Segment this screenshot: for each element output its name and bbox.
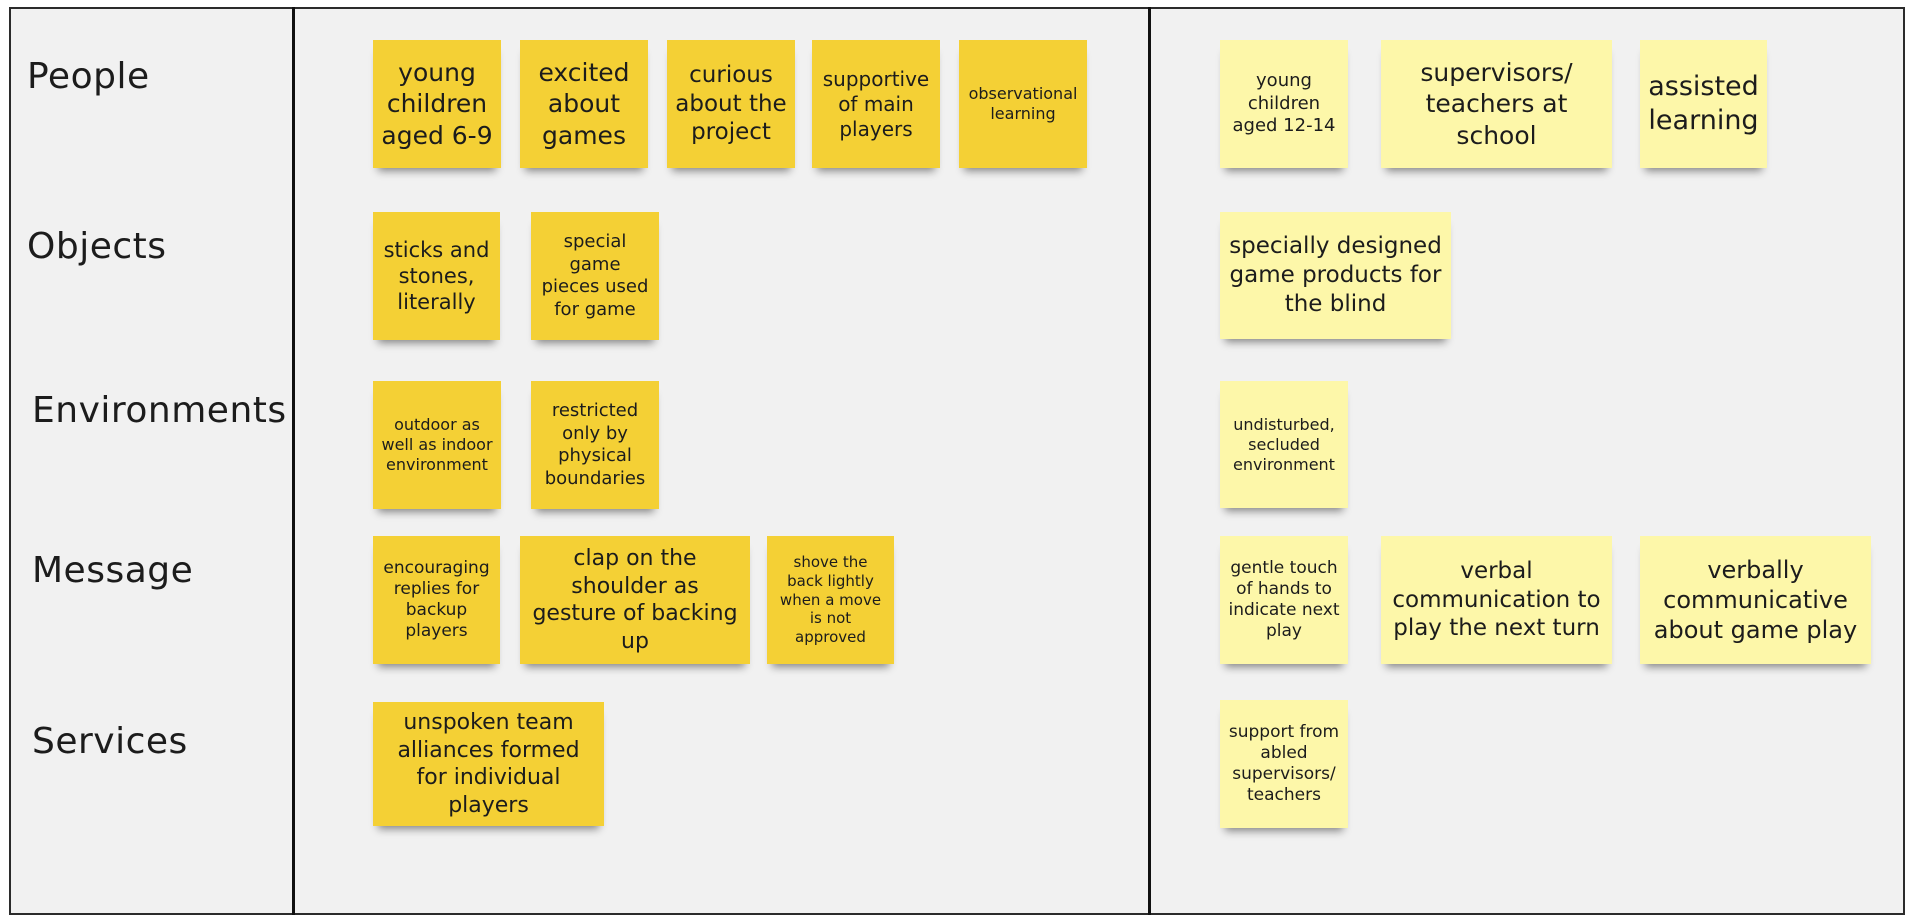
sticky-note-text: encouraging replies for backup players bbox=[383, 557, 490, 642]
sticky-note[interactable]: supervisors/ teachers at school bbox=[1381, 40, 1612, 168]
sticky-note-text: sticks and stones, literally bbox=[383, 237, 490, 315]
sticky-note[interactable]: verbal communication to play the next tu… bbox=[1381, 536, 1612, 664]
sticky-note[interactable]: sticks and stones, literally bbox=[373, 212, 500, 340]
sticky-note[interactable]: supportive of main players bbox=[812, 40, 940, 168]
sticky-note[interactable]: curious about the project bbox=[667, 40, 795, 168]
sticky-note-text: outdoor as well as indoor environment bbox=[381, 415, 493, 474]
sticky-note-text: shove the back lightly when a move is no… bbox=[779, 553, 882, 647]
sticky-note-text: restricted only by physical boundaries bbox=[544, 400, 646, 489]
sticky-note-text: verbally communicative about game play bbox=[1653, 556, 1858, 644]
sticky-note-text: support from abled supervisors/ teachers bbox=[1228, 721, 1340, 806]
sticky-note-text: supportive of main players bbox=[822, 66, 930, 141]
sticky-note-text: assisted learning bbox=[1648, 71, 1759, 136]
label-column-divider bbox=[292, 7, 295, 915]
sticky-note[interactable]: outdoor as well as indoor environment bbox=[373, 381, 501, 509]
sticky-note[interactable]: encouraging replies for backup players bbox=[373, 536, 500, 664]
sticky-note[interactable]: support from abled supervisors/ teachers bbox=[1220, 700, 1348, 828]
sticky-note[interactable]: unspoken team alliances formed for indiv… bbox=[373, 702, 604, 826]
sticky-note[interactable]: special game pieces used for game bbox=[531, 212, 659, 340]
sticky-note[interactable]: restricted only by physical boundaries bbox=[531, 381, 659, 509]
sticky-note[interactable]: young children aged 12-14 bbox=[1220, 40, 1348, 168]
sticky-note-text: gentle touch of hands to indicate next p… bbox=[1228, 557, 1340, 642]
section-divider bbox=[1148, 7, 1151, 915]
sticky-note-text: supervisors/ teachers at school bbox=[1420, 58, 1573, 150]
sticky-note[interactable]: assisted learning bbox=[1640, 40, 1767, 168]
sticky-note-text: special game pieces used for game bbox=[541, 231, 649, 320]
row-label-objects: Objects bbox=[27, 226, 167, 267]
sticky-note-text: young children aged 12-14 bbox=[1232, 70, 1336, 137]
sticky-note-text: specially designed game products for the… bbox=[1229, 233, 1442, 317]
sticky-note[interactable]: undisturbed, secluded environment bbox=[1220, 381, 1348, 508]
row-label-services: Services bbox=[32, 721, 188, 762]
sticky-note-text: clap on the shoulder as gesture of backi… bbox=[532, 546, 738, 654]
sticky-note[interactable]: clap on the shoulder as gesture of backi… bbox=[520, 536, 750, 664]
row-label-message: Message bbox=[32, 550, 194, 591]
sticky-note[interactable]: verbally communicative about game play bbox=[1640, 536, 1871, 664]
sticky-note[interactable]: excited about games bbox=[520, 40, 648, 168]
sticky-note[interactable]: shove the back lightly when a move is no… bbox=[767, 536, 894, 664]
sticky-note-text: verbal communication to play the next tu… bbox=[1392, 557, 1601, 642]
sticky-note[interactable]: specially designed game products for the… bbox=[1220, 212, 1451, 339]
sticky-note[interactable]: young children aged 6-9 bbox=[373, 40, 501, 168]
row-label-people: People bbox=[27, 56, 150, 97]
sticky-note-text: young children aged 6-9 bbox=[381, 58, 493, 150]
sticky-note-text: undisturbed, secluded environment bbox=[1233, 414, 1335, 474]
sticky-note-text: excited about games bbox=[538, 58, 630, 150]
sticky-note[interactable]: gentle touch of hands to indicate next p… bbox=[1220, 536, 1348, 664]
sticky-note-text: observational learning bbox=[968, 84, 1078, 123]
row-label-environments: Environments bbox=[32, 390, 287, 431]
sticky-note-text: unspoken team alliances formed for indiv… bbox=[397, 710, 580, 818]
sticky-note-text: curious about the project bbox=[675, 61, 787, 146]
sticky-note[interactable]: observational learning bbox=[959, 40, 1087, 168]
